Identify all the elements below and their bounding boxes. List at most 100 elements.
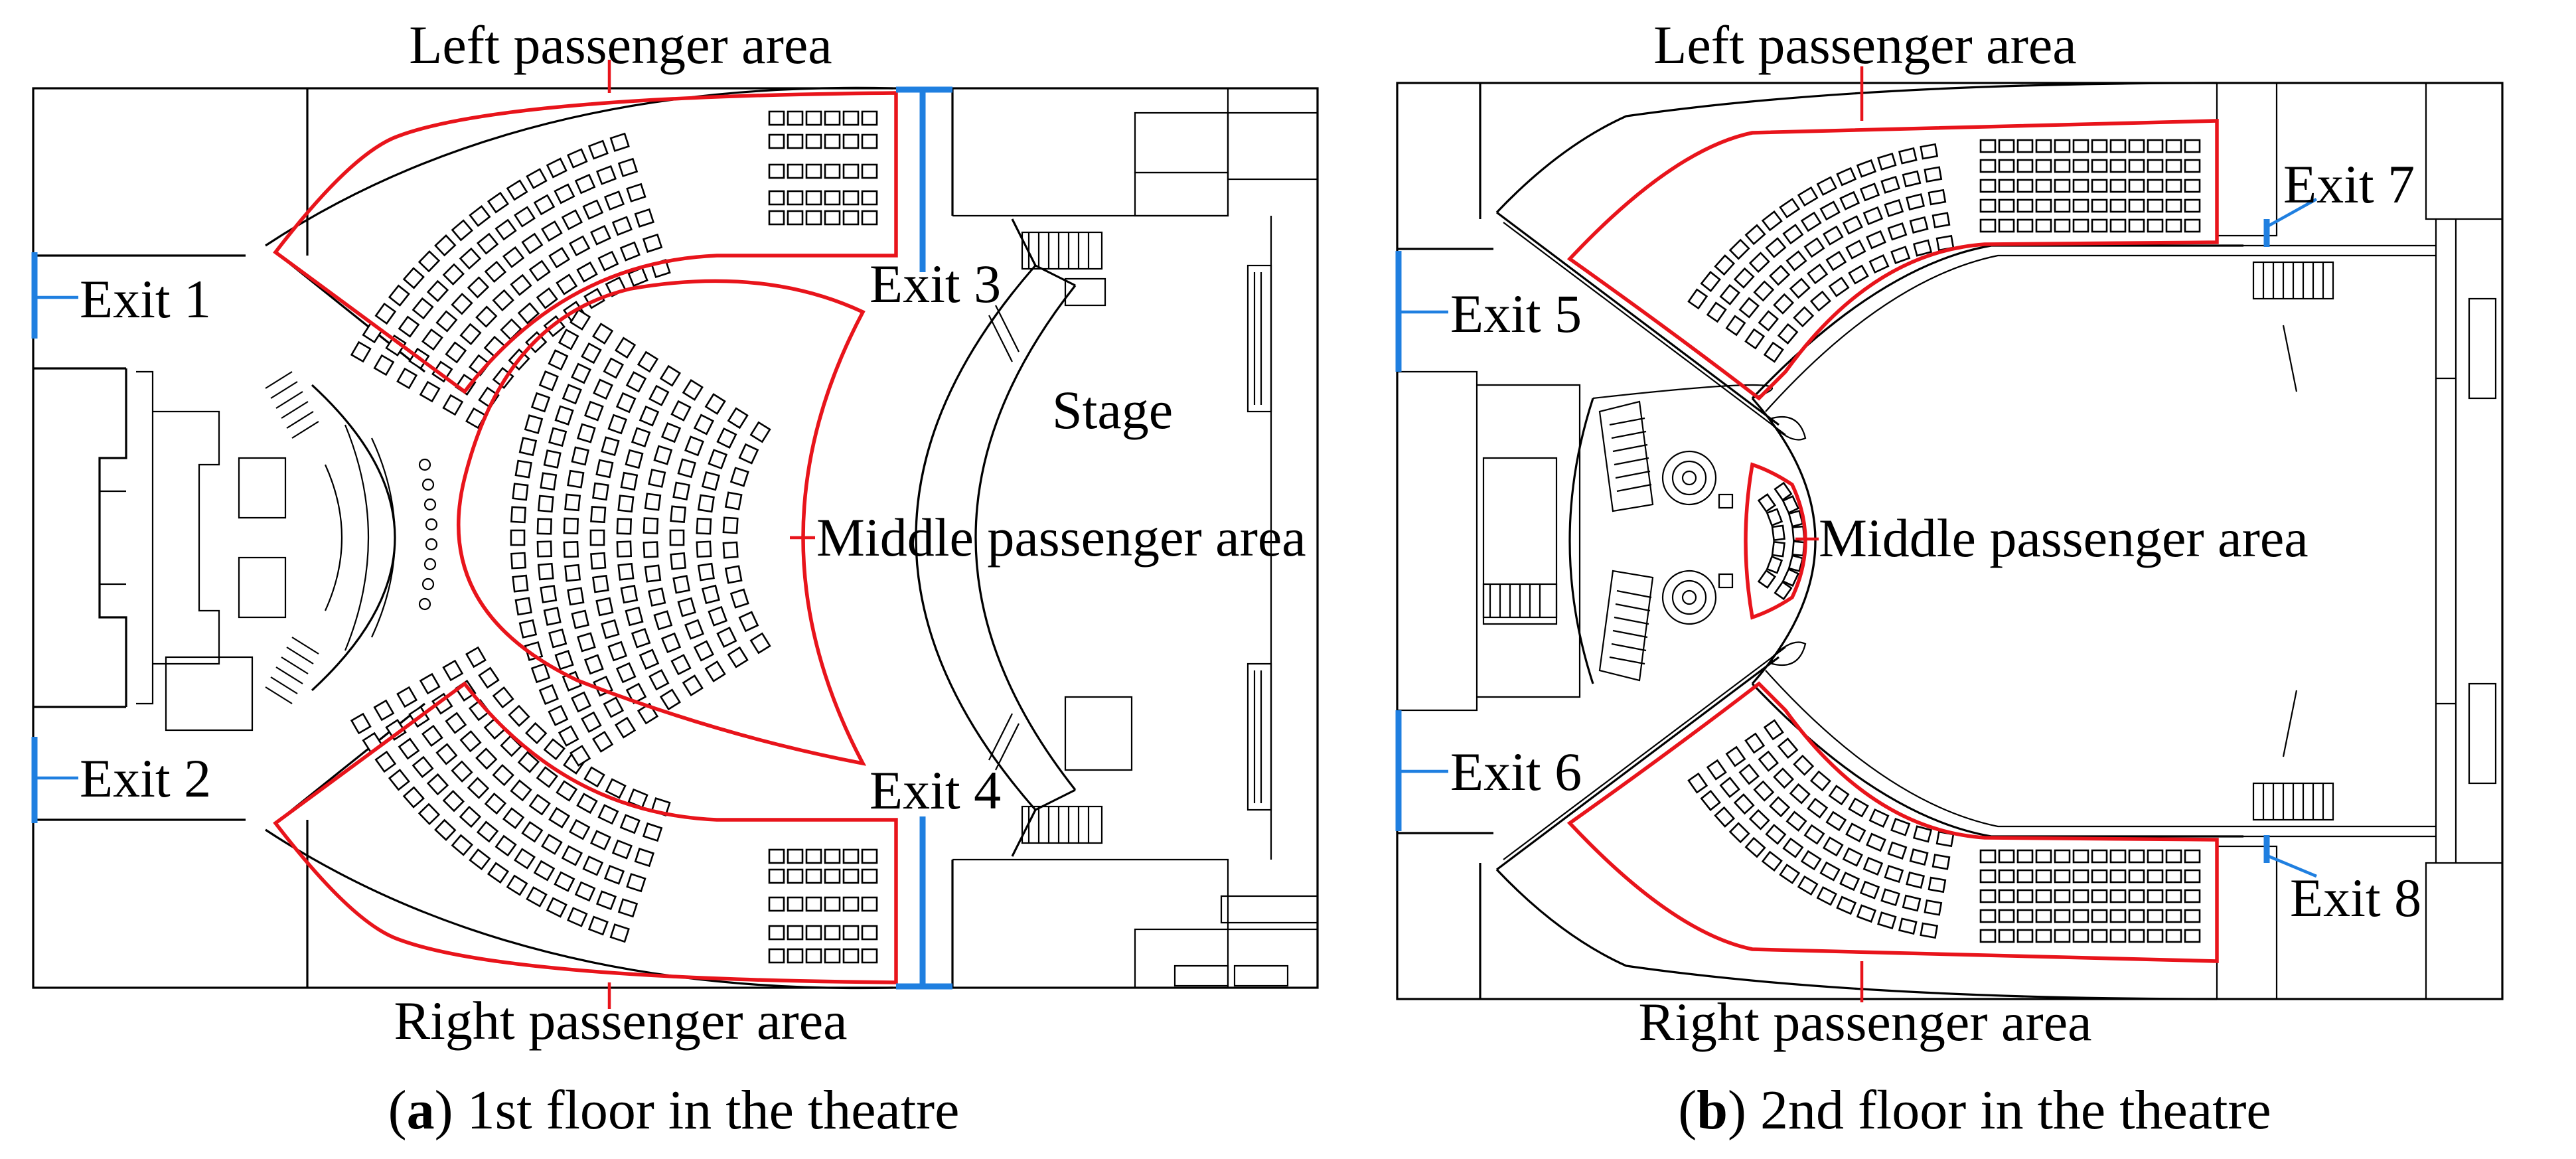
seat <box>1769 796 1791 818</box>
seat <box>805 896 822 912</box>
seat <box>2072 218 2089 233</box>
seat <box>538 684 559 705</box>
seat <box>558 329 579 350</box>
seat <box>1862 856 1884 876</box>
seat <box>729 588 749 609</box>
seat <box>2165 869 2182 884</box>
seat <box>591 482 609 501</box>
seat <box>1822 225 1844 246</box>
seat <box>2054 849 2071 864</box>
seat <box>492 686 514 709</box>
seat <box>708 605 728 627</box>
seat <box>571 609 590 629</box>
seat <box>607 641 628 662</box>
seat <box>512 574 529 593</box>
seat <box>1902 894 1922 912</box>
seat <box>2072 869 2089 884</box>
seat <box>2016 869 2034 884</box>
seat <box>768 110 785 126</box>
seat <box>548 349 569 371</box>
seat <box>603 357 625 379</box>
seat <box>2054 889 2071 903</box>
seat <box>824 925 841 941</box>
seat <box>524 722 548 745</box>
seat <box>554 183 575 204</box>
seat <box>2035 889 2052 903</box>
seat <box>2184 909 2201 923</box>
seat <box>1979 159 1997 173</box>
seat <box>1738 297 1760 319</box>
seat <box>1744 836 1766 858</box>
seat <box>574 173 596 194</box>
seat <box>1763 719 1784 741</box>
seat <box>2147 889 2164 903</box>
seat <box>1769 264 1791 286</box>
seat <box>1924 166 1943 183</box>
seat <box>648 469 666 488</box>
seat <box>2109 869 2127 884</box>
seat <box>467 777 490 799</box>
seat <box>2091 198 2108 213</box>
seat <box>426 279 449 303</box>
seat <box>419 380 441 403</box>
seat <box>514 848 536 870</box>
seat <box>1906 193 1926 211</box>
seat <box>648 384 670 407</box>
seat <box>597 804 619 825</box>
seat <box>2128 198 2145 213</box>
seat <box>2054 929 2071 943</box>
seat <box>1763 341 1784 363</box>
seat <box>1998 849 2015 864</box>
seat <box>396 686 418 708</box>
seat <box>546 897 568 918</box>
seat <box>1979 889 1997 903</box>
floor1-outline <box>32 87 1319 989</box>
seat <box>1687 288 1708 310</box>
seat <box>435 310 458 333</box>
seat <box>494 834 517 857</box>
seat <box>1898 917 1918 935</box>
seat <box>1761 850 1783 872</box>
caption-b-text: 2nd floor in the theatre <box>1746 1079 2271 1141</box>
seat <box>842 190 860 206</box>
seat <box>1797 875 1819 896</box>
seat <box>768 868 785 884</box>
seat <box>842 110 860 126</box>
seat <box>677 597 696 617</box>
seat <box>1819 861 1841 882</box>
seat <box>2147 179 2164 193</box>
seat <box>861 848 878 864</box>
seat <box>1781 495 1800 514</box>
seat <box>601 619 620 639</box>
seat <box>682 674 704 697</box>
seat <box>2147 159 2164 173</box>
seat <box>617 562 635 581</box>
seat <box>459 247 482 270</box>
seat <box>1758 310 1780 332</box>
seat <box>1744 224 1766 246</box>
seat <box>672 575 690 594</box>
seat <box>609 132 630 152</box>
seat <box>510 273 532 296</box>
seat <box>576 261 598 283</box>
seat <box>1848 797 1869 818</box>
seat <box>419 672 441 695</box>
seat <box>1744 328 1766 350</box>
seat <box>1862 206 1884 226</box>
seat <box>669 529 685 546</box>
seat <box>642 233 663 253</box>
seat <box>2128 889 2145 903</box>
seat <box>402 786 425 809</box>
seat <box>615 392 637 414</box>
floor2-walls <box>1396 82 2504 1000</box>
seat <box>1868 808 1890 828</box>
seat <box>506 179 528 201</box>
seat <box>492 289 514 312</box>
exit1-label: Exit 1 <box>80 269 211 329</box>
seat <box>2091 218 2108 233</box>
seat <box>1998 929 2015 943</box>
seat <box>2147 909 2164 923</box>
seat <box>510 552 526 570</box>
seat <box>616 518 633 535</box>
seat <box>421 328 443 351</box>
